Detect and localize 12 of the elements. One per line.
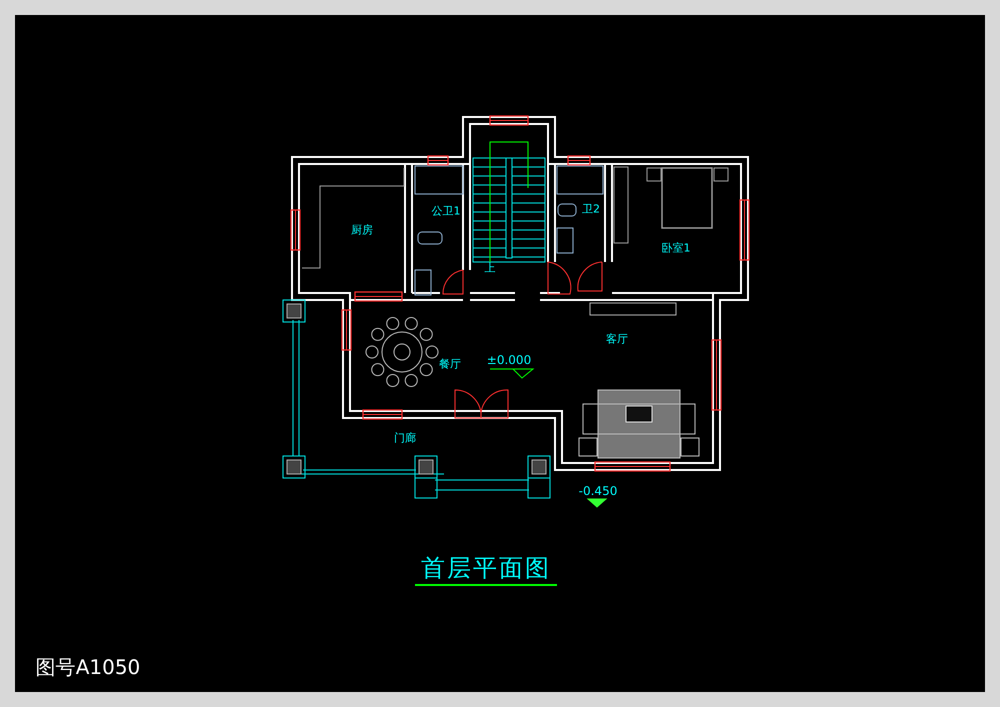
room-name: 客厅 xyxy=(606,334,628,344)
level-mark: ±0.000 xyxy=(486,354,532,366)
room-name: 卧室1 xyxy=(662,242,690,254)
room-name: 厨房 xyxy=(351,224,373,236)
drawing-title: 首层平面图 xyxy=(421,553,551,584)
room-name: 卫2 xyxy=(582,204,600,214)
room-name: 餐厅 xyxy=(439,358,461,370)
room-name: 门廊 xyxy=(394,432,416,444)
room-name: 公卫1 xyxy=(432,206,460,216)
drawing-number: 图号A1050 xyxy=(36,657,140,677)
stair-direction-label: 上 xyxy=(484,262,496,274)
level-mark: -0.450 xyxy=(578,485,618,497)
